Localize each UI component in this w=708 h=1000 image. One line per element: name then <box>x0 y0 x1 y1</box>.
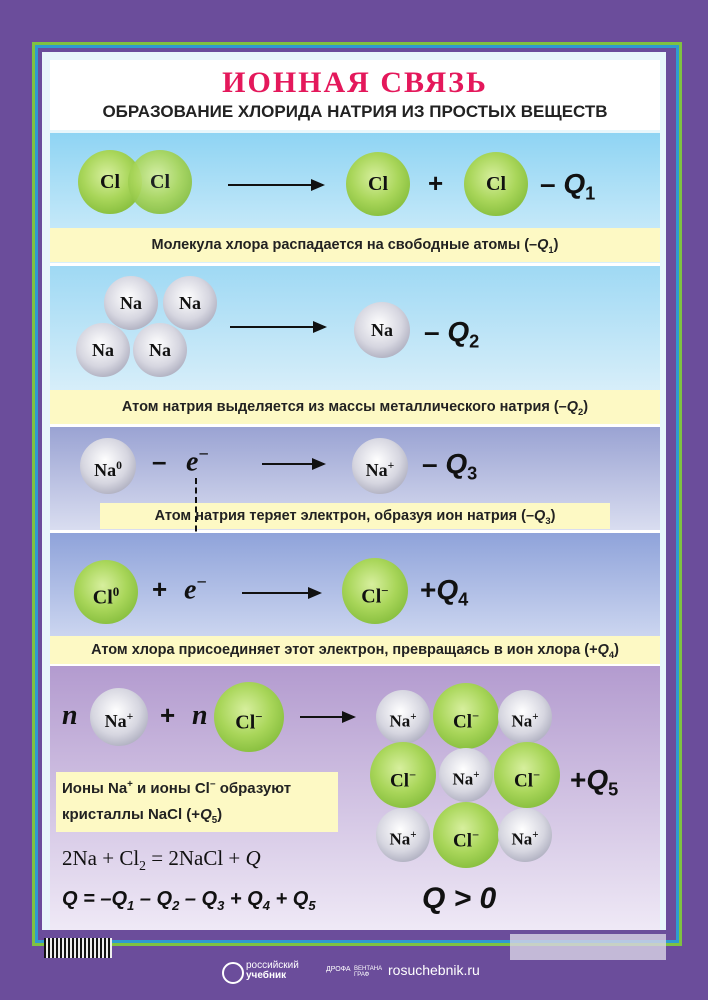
sodium-atom: Na <box>163 276 217 330</box>
lattice-chloride-ion: Cl− <box>370 742 436 808</box>
equation-2: Q = –Q1 – Q2 – Q3 + Q4 + Q5 <box>62 888 316 913</box>
divider <box>50 263 660 266</box>
brand-ventana: ВЕНТАНА ГРАФ <box>354 966 383 978</box>
reaction-arrow <box>228 179 325 191</box>
reaction-arrow <box>230 321 327 333</box>
heat-q5: +Q5 <box>570 764 619 800</box>
caption-1: Молекула хлора распадается на свободные … <box>50 228 660 262</box>
plus-sign: + <box>152 574 168 604</box>
chlorine-atom: Cl0 <box>74 560 138 624</box>
heat-q3: – Q3 <box>422 448 478 484</box>
sodium-atom: Na <box>104 276 158 330</box>
header: ИОННАЯ СВЯЗЬ ОБРАЗОВАНИЕ ХЛОРИДА НАТРИЯ … <box>50 60 660 130</box>
lattice-sodium-ion: Na+ <box>439 748 493 802</box>
sodium-atom: Na <box>76 323 130 377</box>
reaction-arrow <box>242 587 322 599</box>
chloride-ion: Cl− <box>214 682 284 752</box>
poster-frame <box>35 45 679 943</box>
reaction-arrow <box>262 458 326 470</box>
barcode-icon <box>44 938 112 958</box>
chloride-ion: Cl− <box>342 558 408 624</box>
lattice-chloride-ion: Cl− <box>433 802 499 868</box>
logo-icon <box>222 962 244 984</box>
divider <box>50 424 660 427</box>
heat-q2: – Q2 <box>424 316 480 352</box>
page-title: ИОННАЯ СВЯЗЬ <box>222 66 488 99</box>
reaction-arrow <box>300 711 356 723</box>
coefficient-n: n <box>192 700 208 731</box>
minus-sign: – <box>152 446 167 476</box>
electron: e− <box>186 444 209 478</box>
plus-sign: + <box>428 168 444 198</box>
lattice-chloride-ion: Cl− <box>433 683 499 749</box>
heat-q1: – Q1 <box>540 168 596 204</box>
divider <box>50 530 660 533</box>
plus-sign: + <box>160 700 176 730</box>
equation-1: 2Na + Cl2 = 2NaCl + Q <box>62 846 261 874</box>
electron: e− <box>184 572 207 606</box>
site-link[interactable]: rosuchebnik.ru <box>388 962 480 978</box>
energy-result: Q > 0 <box>422 882 497 915</box>
lattice-chloride-ion: Cl− <box>494 742 560 808</box>
caption-3: Атом натрия теряет электрон, образуя ион… <box>100 503 610 529</box>
chlorine-atom: Cl <box>128 150 192 214</box>
lattice-sodium-ion: Na+ <box>498 690 552 744</box>
sodium-atom: Na0 <box>80 438 136 494</box>
caption-4: Атом хлора присоединяет этот электрон, п… <box>50 636 660 664</box>
caption-5: Ионы Na+ и ионы Cl− образуют кристаллы N… <box>56 772 338 832</box>
sodium-atom: Na <box>354 302 410 358</box>
coefficient-n: n <box>62 700 78 731</box>
chlorine-atom: Cl <box>346 152 410 216</box>
chlorine-atom: Cl <box>464 152 528 216</box>
sodium-atom: Na <box>133 323 187 377</box>
heat-q4: +Q4 <box>420 574 469 610</box>
sodium-ion: Na+ <box>352 438 408 494</box>
brand-drofa: ДРОФА <box>326 966 351 973</box>
caption-2: Атом натрия выделяется из массы металлич… <box>50 390 660 424</box>
lattice-sodium-ion: Na+ <box>498 808 552 862</box>
sodium-ion: Na+ <box>90 688 148 746</box>
lattice-sodium-ion: Na+ <box>376 690 430 744</box>
imprint-block <box>510 934 666 960</box>
divider <box>50 664 660 667</box>
lattice-sodium-ion: Na+ <box>376 808 430 862</box>
electron-transfer-line <box>195 478 197 560</box>
page-subtitle: ОБРАЗОВАНИЕ ХЛОРИДА НАТРИЯ ИЗ ПРОСТЫХ ВЕ… <box>102 102 608 121</box>
